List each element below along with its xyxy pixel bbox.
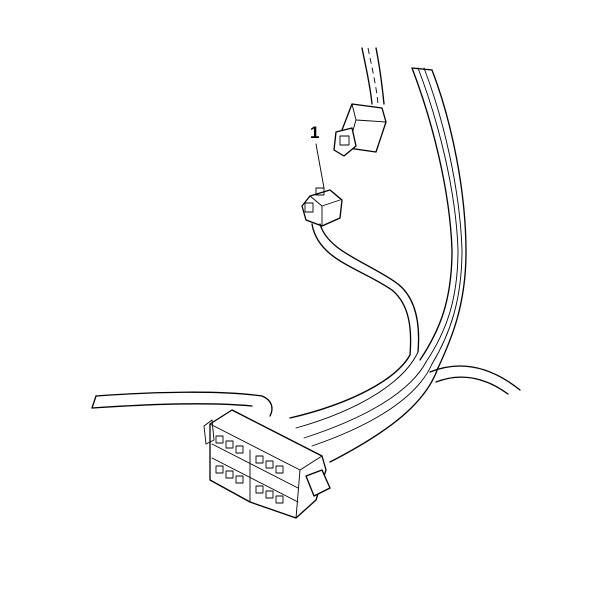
- pin-cavities: [215, 435, 284, 504]
- connector-1: [301, 187, 420, 356]
- callout-1-label: 1: [310, 123, 319, 142]
- mating-connector: [333, 47, 387, 157]
- harness-to-block: [289, 351, 439, 463]
- callout-1: 1: [310, 123, 325, 189]
- main-connector-block: [203, 409, 331, 519]
- left-branch-wire: [91, 391, 273, 417]
- right-branch-wire: [429, 365, 521, 395]
- main-harness-bundle: [411, 67, 467, 369]
